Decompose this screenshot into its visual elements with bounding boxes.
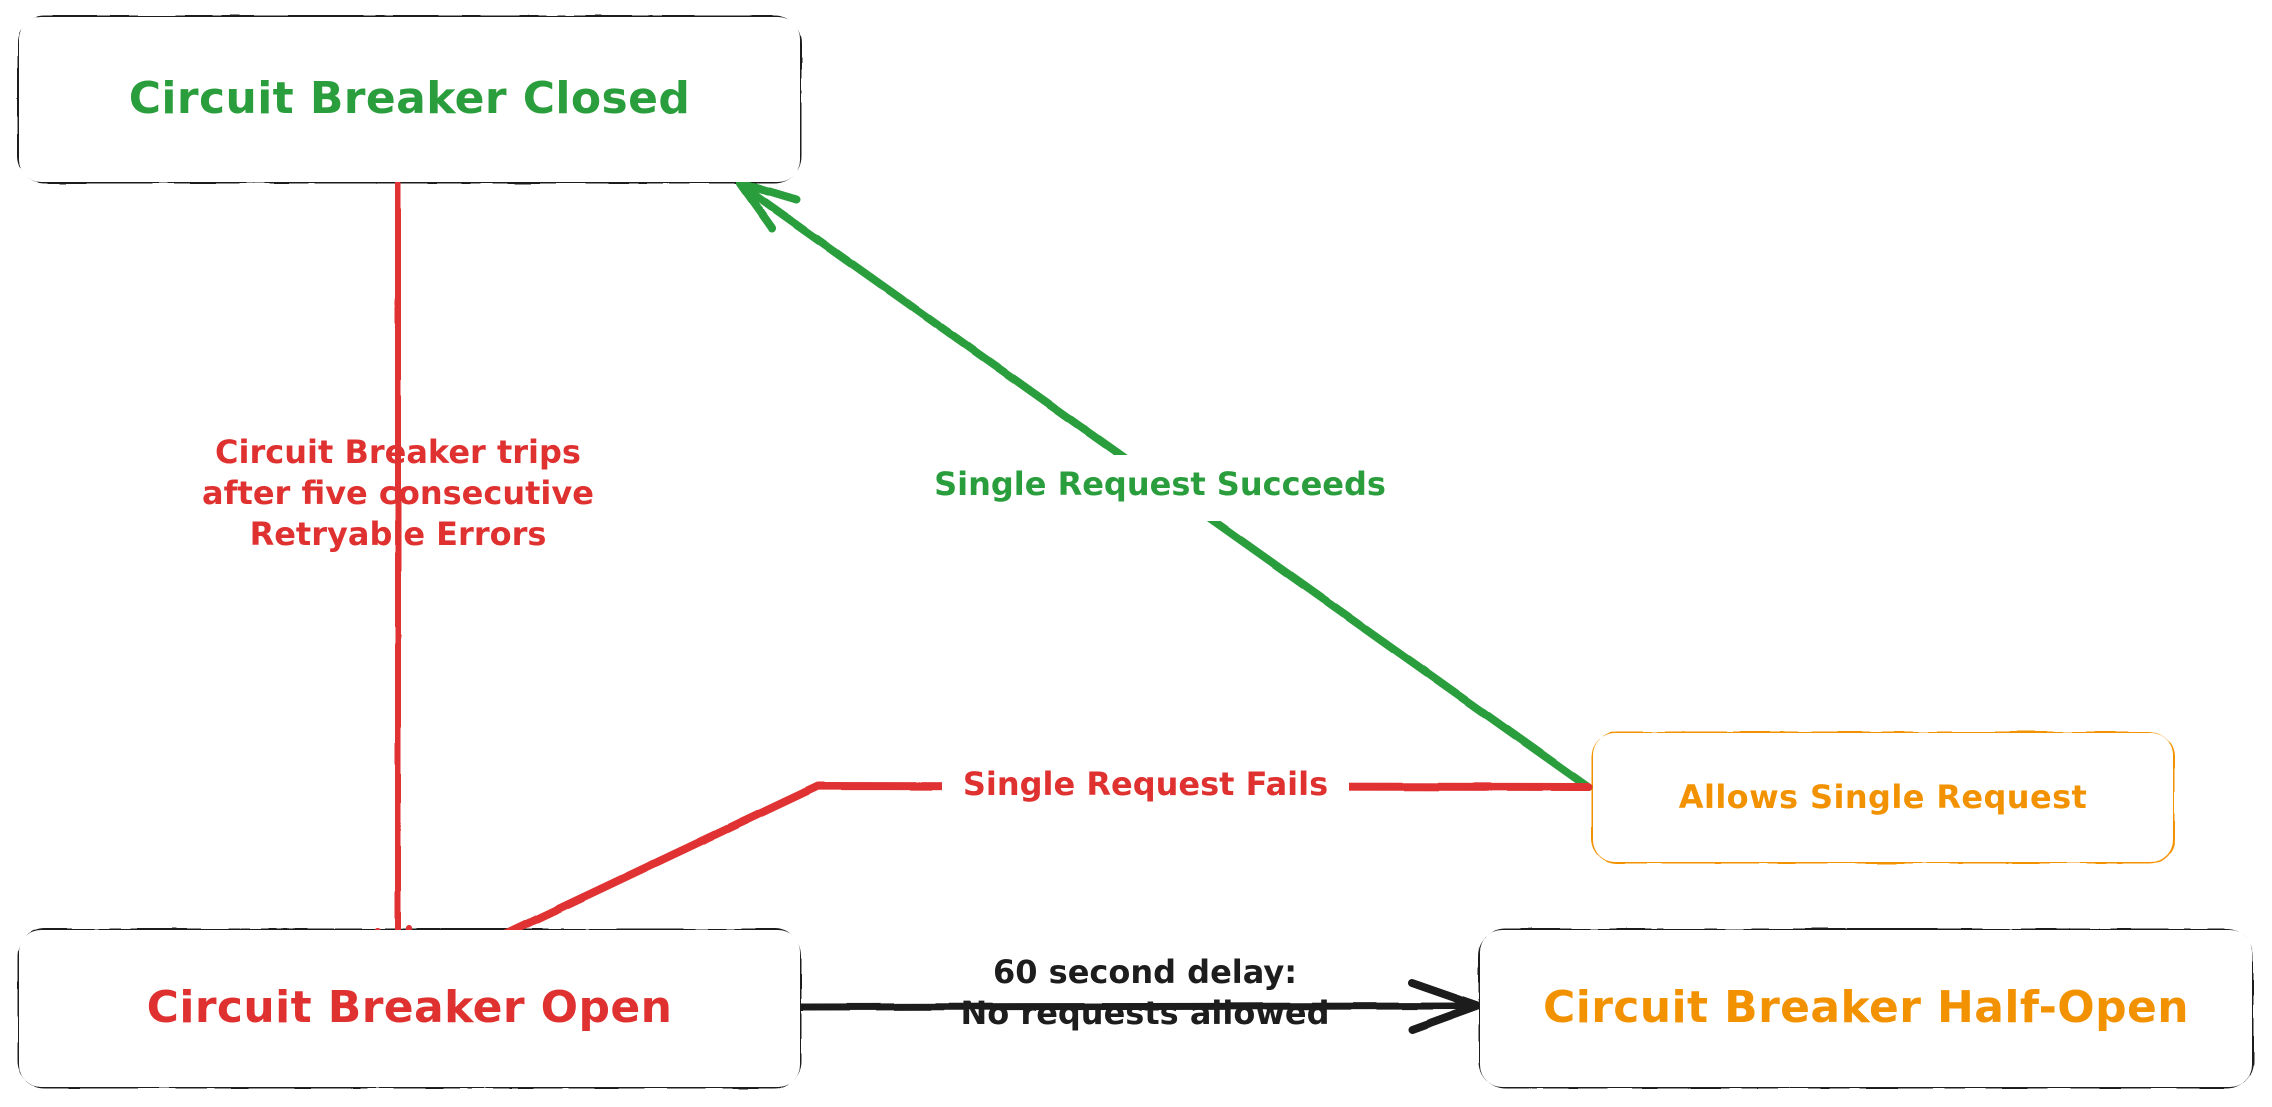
node-open[interactable]: Circuit Breaker Open: [19, 930, 800, 1087]
node-allows-single-request[interactable]: Allows Single Request: [1593, 733, 2173, 862]
node-halfopen-label: Circuit Breaker Half-Open: [1543, 982, 2189, 1034]
edge-open-to-halfopen: [796, 979, 1482, 1034]
node-open-label: Circuit Breaker Open: [146, 982, 673, 1034]
node-closed[interactable]: Circuit Breaker Closed: [19, 17, 800, 182]
node-allows-single-request-label: Allows Single Request: [1678, 777, 2088, 816]
node-halfopen[interactable]: Circuit Breaker Half-Open: [1480, 930, 2252, 1087]
node-closed-label: Circuit Breaker Closed: [128, 73, 691, 125]
edge-closed-to-open: [375, 180, 433, 988]
